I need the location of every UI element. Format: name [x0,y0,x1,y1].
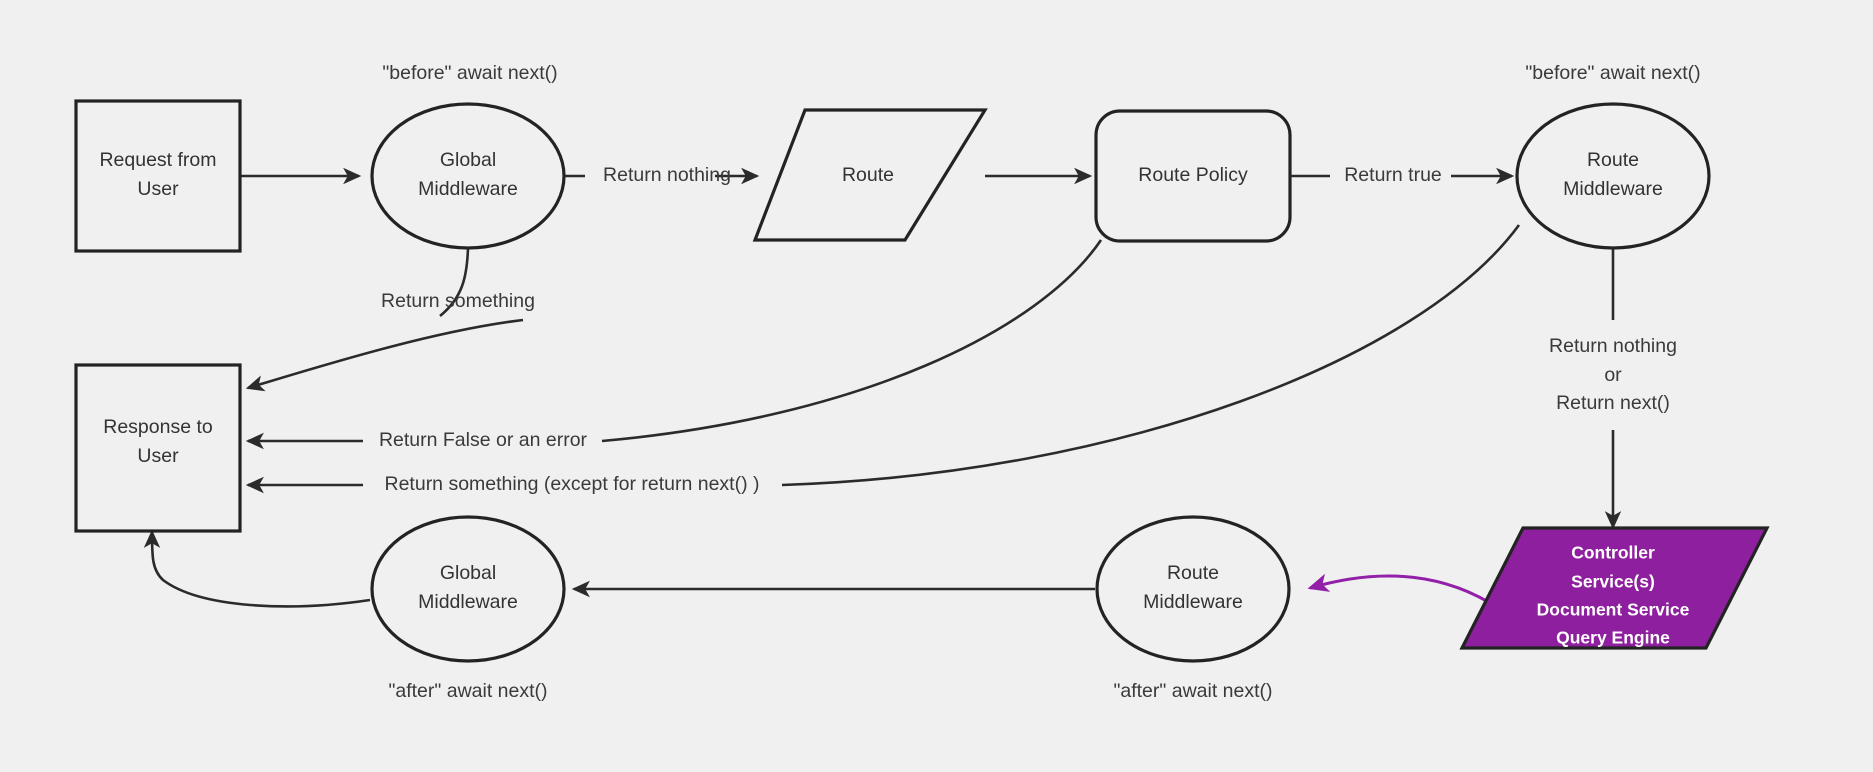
node-response-to-user[interactable]: Response to User [74,363,242,533]
edge-label-return-nothing: Return nothing [603,164,731,186]
edge-route-policy-return-false [601,239,1103,443]
node-request-from-user-line1: Request from [99,149,216,171]
annotation-before-await-next-route: "before" await next() [1525,62,1700,84]
node-controller-services-line1: Controller [1571,543,1655,563]
node-route-middleware-top-line2: Middleware [1563,178,1663,200]
edge-global-middleware-bottom-to-response [143,529,371,608]
edge-label-return-nothing-or-next-line3: Return next() [1556,392,1670,414]
edge-route-middleware-return-something-except-next [781,224,1521,487]
node-global-middleware-top-line1: Global [440,149,496,171]
edge-label-return-something: Return something [381,290,535,312]
annotation-before-await-next-global: "before" await next() [382,62,557,84]
edge-controller-to-route-middleware-bottom [1307,573,1499,610]
annotation-after-await-next-route: "after" await next() [1113,680,1272,702]
node-route-middleware-bottom[interactable]: Route Middleware [1095,515,1291,663]
edge-label-return-false-or-error: Return False or an error [379,429,588,451]
edge-label-return-nothing-or-next-line1: Return nothing [1549,335,1677,357]
edge-global-middleware-return-something [439,247,470,318]
edge-label-return-nothing-or-next-line2: or [1604,364,1622,386]
node-global-middleware-top[interactable]: Global Middleware [370,102,566,250]
node-response-to-user-line2: User [137,445,179,467]
node-response-to-user-line1: Response to [103,416,213,438]
node-global-middleware-bottom[interactable]: Global Middleware [370,515,566,663]
node-route-middleware-top-line1: Route [1587,149,1639,171]
node-controller-services-line4: Query Engine [1556,628,1670,648]
node-route-middleware-bottom-line1: Route [1167,562,1219,584]
node-global-middleware-bottom-line1: Global [440,562,496,584]
node-request-from-user[interactable]: Request from User [74,99,242,253]
node-route-middleware-bottom-line2: Middleware [1143,591,1243,613]
edge-global-middleware-return-something-tail [245,318,524,392]
node-controller-services-line2: Service(s) [1571,572,1655,592]
node-route-middleware-top[interactable]: Route Middleware [1515,102,1711,250]
node-global-middleware-top-line2: Middleware [418,178,518,200]
node-route-policy-label: Route Policy [1138,164,1248,186]
annotation-after-await-next-global: "after" await next() [388,680,547,702]
node-controller-services-line3: Document Service [1537,600,1690,620]
node-route[interactable]: Route [752,108,988,242]
edge-label-return-something-except-next: Return something (except for return next… [385,473,760,495]
node-global-middleware-bottom-line2: Middleware [418,591,518,613]
node-route-policy[interactable]: Route Policy [1094,109,1292,243]
edge-label-return-true: Return true [1344,164,1442,186]
node-controller-services[interactable]: Controller Service(s) Document Service Q… [1459,526,1770,650]
node-route-label: Route [842,164,894,186]
node-request-from-user-line2: User [137,178,179,200]
